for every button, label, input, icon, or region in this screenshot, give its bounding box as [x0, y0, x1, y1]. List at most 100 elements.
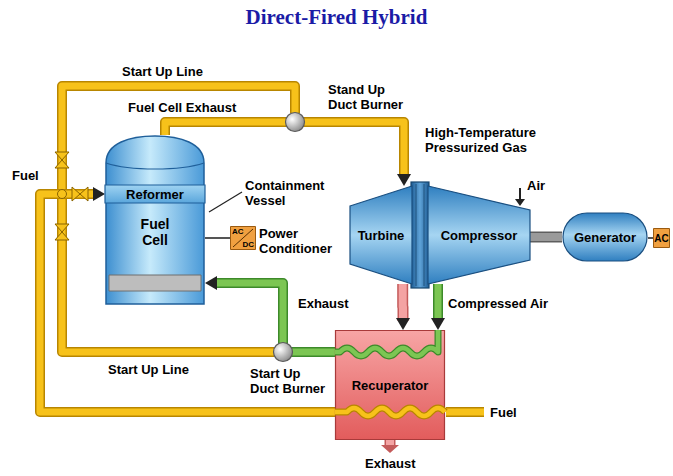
label-box: Start Up Line: [122, 64, 203, 79]
turbine-body: [350, 186, 412, 284]
fuel-cell-vessel: Fuel Cell Reformer: [105, 135, 205, 305]
pipe-connector: [648, 238, 653, 239]
ac-output: AC: [653, 228, 670, 248]
diagram-label: Compressed Air: [448, 296, 548, 311]
flange-rib: [424, 184, 425, 286]
vessel-body: [106, 136, 204, 304]
diagram-title: Direct-Fired Hybrid: [0, 5, 673, 30]
label-box: Power Conditioner: [259, 226, 349, 256]
diagram-label: Fuel: [490, 405, 517, 420]
turbine-flange: [411, 182, 429, 288]
arrow-head: [93, 187, 105, 201]
air-inlet-arrow-head: [515, 199, 525, 206]
generator-body: [563, 213, 647, 261]
fuel-inlet-pipe: [446, 407, 484, 417]
generator: Generator: [562, 212, 648, 262]
fuel-inlet-pipe: [446, 409, 484, 416]
fuel-coil: [335, 408, 445, 416]
valve-symbol: [55, 232, 69, 240]
pipe-connector: [396, 284, 410, 330]
arrow-head: [205, 276, 217, 290]
node-text: DC: [242, 240, 254, 249]
label-box: Fuel Cell Exhaust: [128, 100, 236, 115]
arrow-head: [396, 318, 410, 330]
diagram-label: High-Temperature Pressurized Gas: [425, 125, 575, 155]
recuperator: Recuperator: [335, 330, 445, 440]
node-text: Compressor: [441, 228, 518, 243]
exhaust-outlet-pipe: [386, 440, 394, 445]
node-text: Recuperator: [352, 378, 429, 393]
cell-stack-base: [109, 275, 201, 291]
pipe-outline: [433, 284, 443, 321]
diagram-label: Fuel Cell Exhaust: [128, 100, 236, 115]
pipe-connector: [205, 276, 335, 352]
diagram-label: Power Conditioner: [259, 226, 349, 256]
valve-symbol: [55, 224, 69, 232]
power-conditioner: AC DC: [230, 226, 256, 250]
pipe-connector: [431, 284, 445, 330]
node-text: Fuel Cell: [131, 216, 179, 248]
node-text: Turbine: [358, 228, 405, 243]
label-box: Exhaust: [298, 296, 349, 311]
recuperator-body: [336, 331, 445, 440]
valve-symbol: [55, 160, 69, 168]
label-box: Exhaust: [365, 456, 416, 471]
compressor: Compressor: [428, 186, 530, 284]
pipe: [648, 237, 653, 239]
diagram-label: Air: [527, 178, 545, 193]
compressor-body: [428, 186, 530, 284]
valve-symbol: [55, 152, 69, 160]
pipe: [214, 283, 335, 352]
reformer-band-fill: [105, 185, 205, 203]
label-box: Compressed Air: [448, 296, 548, 311]
reformer-band: Reformer: [105, 185, 205, 203]
diagram-label: Exhaust: [298, 296, 349, 311]
power-conditioner-box: [231, 227, 256, 250]
fuel-coil: [335, 408, 445, 416]
diagram-label: Containment Vessel: [245, 178, 335, 208]
diagram-label: Start Up Line: [122, 64, 203, 79]
pipe: [205, 237, 230, 239]
diagram-label: Start Up Line: [108, 362, 189, 377]
diagram-label: Fuel: [12, 168, 39, 183]
turbine: Turbine: [350, 186, 412, 284]
pipe: [435, 284, 442, 321]
diagram-label: Exhaust: [365, 456, 416, 471]
diagram-label: Start Up Duct Burner: [250, 366, 330, 396]
valve-symbol: [72, 187, 80, 201]
pipe-outline: [530, 232, 562, 243]
exhaust-arrow-head: [381, 445, 399, 453]
duct-burner: [274, 343, 293, 362]
air-coil: [335, 330, 438, 356]
pipe-outline: [214, 283, 335, 352]
leader-line: [209, 192, 242, 212]
flange-rib: [416, 184, 417, 286]
vessel-rim: [106, 163, 204, 169]
pipe-outline: [397, 284, 408, 321]
valve-symbol: [80, 187, 88, 201]
label-box: Start Up Line: [108, 362, 189, 377]
arrow-head: [397, 174, 411, 186]
pipe-connector: [205, 238, 230, 239]
label-box: Fuel: [12, 168, 39, 183]
label-box: Fuel: [490, 405, 517, 420]
ac-output-box: [654, 229, 670, 248]
label-box: Start Up Duct Burner: [250, 366, 330, 396]
label-box: High-Temperature Pressurized Gas: [425, 125, 575, 155]
node-text: Generator: [574, 230, 636, 245]
label-box: Stand Up Duct Burner: [328, 82, 408, 112]
label-box: Air: [527, 178, 545, 193]
node-text: AC: [232, 227, 244, 236]
node-text: AC: [654, 233, 668, 244]
pipe-junction: [58, 190, 67, 199]
title-box: Direct-Fired Hybrid: [0, 5, 673, 30]
label-box: Containment Vessel: [245, 178, 335, 208]
air-inlet-arrow: [519, 188, 521, 199]
pipe: [399, 284, 407, 321]
pipe-connector: [530, 237, 562, 238]
arrow-head: [431, 318, 445, 330]
node-text: Reformer: [126, 187, 184, 202]
diagram-label: Stand Up Duct Burner: [328, 82, 408, 112]
pipe: [530, 233, 562, 241]
